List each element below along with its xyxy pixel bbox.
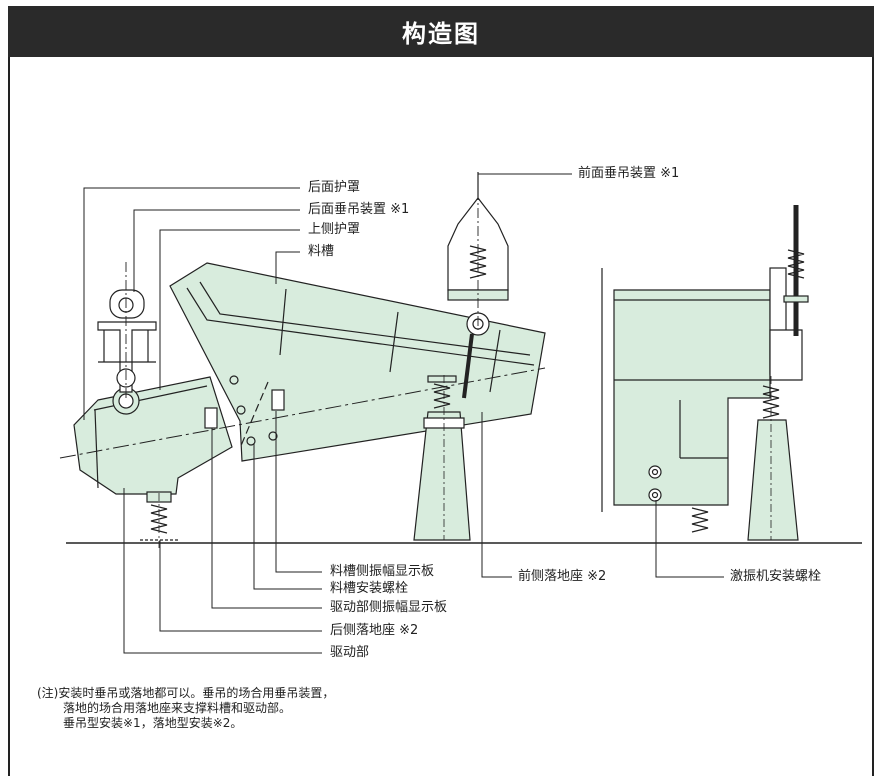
label-exciter-bolt: 激振机安装螺栓 [730, 569, 822, 584]
bolts [229, 375, 278, 446]
note-line-2: 落地的场合用落地座来支撑料槽和驱动部。 [63, 701, 292, 715]
amplitude-plate-trough [271, 389, 285, 411]
drive-unit [73, 376, 233, 495]
front-hanger [447, 172, 509, 399]
label-rear-cover: 后面护罩 [308, 180, 361, 195]
leader-lines [83, 173, 724, 654]
page-title: 构造图 [8, 6, 874, 57]
rear-hanger [97, 262, 157, 400]
diagram-frame [8, 6, 874, 776]
label-upper-cover: 上侧护罩 [308, 222, 361, 237]
end-view [601, 205, 809, 541]
label-trough: 料槽 [308, 244, 335, 259]
label-front-floor-mount: 前侧落地座 ※2 [518, 569, 607, 584]
label-rear-hanger: 后面垂吊装置 ※1 [308, 202, 410, 217]
label-drive-unit: 驱动部 [330, 645, 370, 660]
installation-note: (注)安装时垂吊或落地都可以。垂吊的场合用垂吊装置， 落地的场合用落地座来支撑料… [37, 686, 334, 731]
label-trough-amplitude-plate: 料槽侧振幅显示板 [330, 564, 435, 579]
front-floor-mount [413, 375, 471, 541]
label-trough-bolt: 料槽安装螺栓 [330, 581, 409, 596]
rear-floor-mount [140, 491, 180, 548]
note-line-1: (注)安装时垂吊或落地都可以。垂吊的场合用垂吊装置， [37, 686, 335, 700]
note-line-3: 垂吊型安装※1，落地型安装※2。 [63, 716, 243, 730]
amplitude-plate-drive [204, 407, 218, 429]
label-drive-amplitude-plate: 驱动部侧振幅显示板 [330, 600, 448, 615]
label-front-hanger: 前面垂吊装置 ※1 [578, 166, 680, 181]
label-rear-floor-mount: 后侧落地座 ※2 [330, 623, 419, 638]
